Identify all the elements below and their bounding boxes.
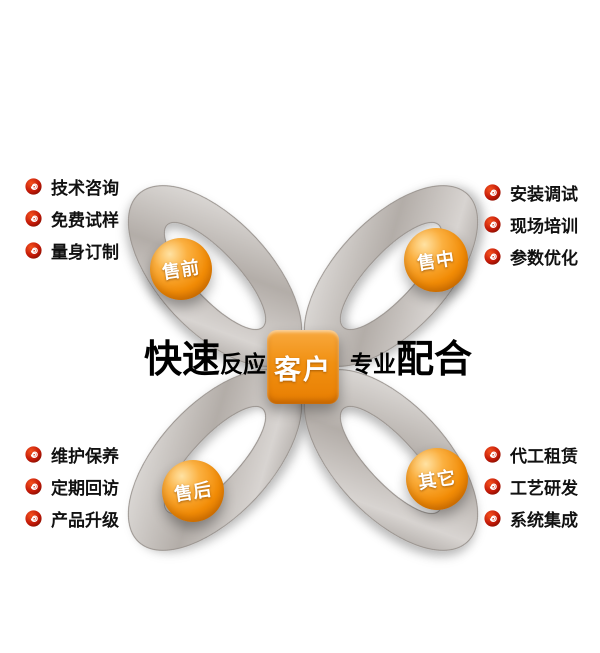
slogan-fast: 快速 [143,339,220,381]
service-label: 维护保养 [51,446,119,466]
service-label: 工艺研发 [510,478,578,498]
slogan-response: 反应 [220,352,266,377]
node-other: 其它 [406,448,468,510]
spiral-bullet-icon [25,445,42,463]
list-item: 维护保养 [25,438,155,470]
slogan-cooperation: 配合 [396,339,473,381]
mid-sale-service-list: 安装调试 现场培训 参数优化 [484,176,600,272]
service-label: 量身订制 [51,242,119,262]
spiral-bullet-icon [484,247,501,265]
service-label: 技术咨询 [51,178,119,198]
list-item: 产品升级 [25,502,155,534]
list-item: 技术咨询 [25,170,155,202]
spiral-bullet-icon [484,509,501,527]
spiral-bullet-icon [25,241,42,259]
node-pre-sale-label: 售前 [160,257,202,283]
other-service-list: 代工租赁 工艺研发 系统集成 [484,438,600,534]
service-label: 参数优化 [510,248,578,268]
list-item: 现场培训 [484,208,600,240]
node-pre-sale: 售前 [150,238,212,300]
after-sale-service-list: 维护保养 定期回访 产品升级 [25,438,155,534]
spiral-bullet-icon [25,177,42,195]
spiral-bullet-icon [484,445,501,463]
spiral-bullet-icon [25,477,42,495]
service-label: 定期回访 [51,478,119,498]
spiral-bullet-icon [484,215,501,233]
slogan-right: 专业配合 [350,338,472,390]
spiral-bullet-icon [25,209,42,227]
node-mid-sale-label: 售中 [415,248,457,274]
list-item: 免费试样 [25,202,155,234]
node-mid-sale: 售中 [404,228,468,292]
spiral-bullet-icon [484,477,501,495]
spiral-bullet-icon [484,183,501,201]
service-label: 免费试样 [51,210,119,230]
center-node-customer: 客户 [267,330,339,404]
pre-sale-service-list: 技术咨询 免费试样 量身订制 [25,170,155,266]
service-label: 现场培训 [510,216,578,236]
list-item: 代工租赁 [484,438,600,470]
list-item: 参数优化 [484,240,600,272]
service-label: 安装调试 [510,184,578,204]
slogan-left: 快速反应 [138,338,266,390]
list-item: 安装调试 [484,176,600,208]
list-item: 量身订制 [25,234,155,266]
spiral-bullet-icon [25,509,42,527]
list-item: 系统集成 [484,502,600,534]
center-node-label: 客户 [274,354,332,385]
list-item: 定期回访 [25,470,155,502]
service-label: 产品升级 [51,510,119,530]
slogan-professional: 专业 [350,352,396,377]
node-other-label: 其它 [416,467,458,493]
node-after-sale-label: 售后 [172,479,214,505]
service-label: 代工租赁 [510,446,578,466]
node-after-sale: 售后 [162,460,224,522]
list-item: 工艺研发 [484,470,600,502]
service-label: 系统集成 [510,510,578,530]
